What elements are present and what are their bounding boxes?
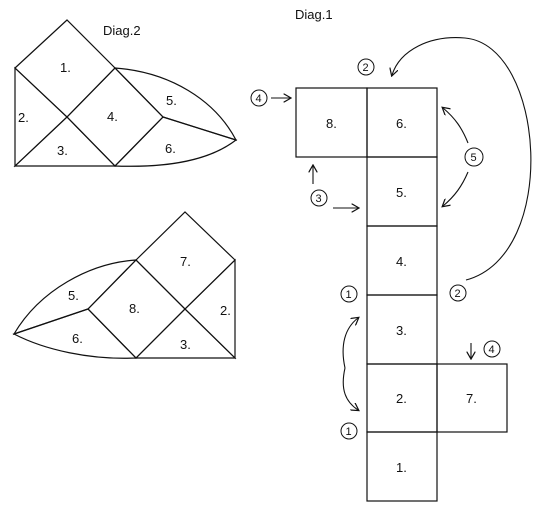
svg-text:3: 3 [316,193,322,205]
diag2-title: Diag.2 [103,23,141,38]
diag2-top-face-5: 5. [166,93,177,108]
svg-text:4: 4 [256,93,262,105]
net-face-8: 8. [326,116,337,131]
diag2-top-face-3: 3. [57,143,68,158]
marker-3: 3 [310,189,328,207]
marker-4-right: 4 [483,340,501,358]
diag2-top-face-1: 1. [60,60,71,75]
marker-2-right: 2 [449,284,467,302]
marker-1-lower: 1 [340,422,358,440]
diag2-bottom-face-5: 5. [68,288,79,303]
svg-text:2: 2 [455,288,461,300]
diag1-net: 8. 6. 5. 4. 3. 2. 7. 1. [295,87,508,502]
marker-5: 5 [464,147,484,167]
diag2-bottom-face-6: 6. [72,331,83,346]
svg-text:2: 2 [363,62,369,74]
diag1-title: Diag.1 [295,7,333,22]
diag2-top-face-6: 6. [165,141,176,156]
diag2-top-solid: 1. 2. 3. 4. 5. 6. [13,19,238,168]
svg-text:1: 1 [346,289,352,301]
marker-2-top: 2 [357,58,375,76]
net-face-3: 3. [396,323,407,338]
net-face-4: 4. [396,254,407,269]
svg-text:5: 5 [471,152,477,164]
diag2-bottom-solid: 7. 2. 8. 5. 6. 3. [12,211,237,360]
net-face-7: 7. [466,391,477,406]
diag1-arrows [271,37,532,410]
diag2-bottom-face-7: 7. [180,254,191,269]
diag2-bottom-face-8: 8. [129,301,140,316]
net-face-2: 2. [396,391,407,406]
net-face-6: 6. [396,116,407,131]
diag2-top-face-4: 4. [107,109,118,124]
net-face-1: 1. [396,460,407,475]
svg-text:4: 4 [489,344,495,356]
diag2-bottom-face-2: 2. [220,303,231,318]
marker-4-left: 4 [250,89,268,107]
net-face-5: 5. [396,185,407,200]
diag2-top-face-2: 2. [18,110,29,125]
marker-1-upper: 1 [340,285,358,303]
diag2-bottom-face-3: 3. [180,337,191,352]
svg-text:1: 1 [346,426,352,438]
